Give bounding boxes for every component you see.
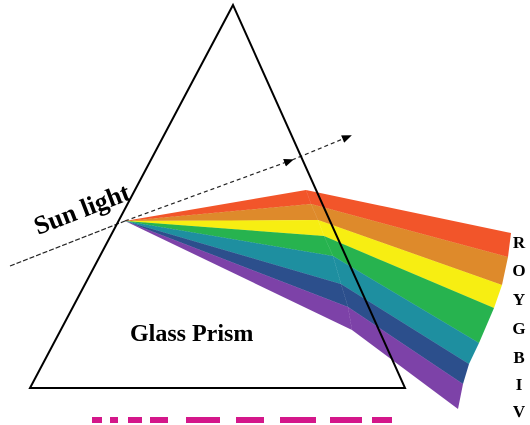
spectrum-band-outside-r [306, 190, 511, 257]
spectrum-letter-y: Y [513, 290, 525, 309]
spectrum-letter-b: B [513, 348, 524, 367]
cropped-caption-marks [92, 417, 392, 423]
spectrum-letter-g: G [512, 319, 525, 338]
spectrum-fan-inside-prism [125, 190, 352, 330]
undeviated-path-line [124, 158, 294, 222]
spectrum-letter-o: O [512, 261, 525, 280]
spectrum-band-outside-b [333, 256, 479, 364]
spectrum-band-outside-g [324, 236, 494, 343]
spectrum-band-inside-v [125, 221, 352, 330]
glass-prism-label: Glass Prism [130, 321, 253, 347]
spectrum-band-inside-o [125, 204, 318, 221]
glass-prism-triangle [28, 2, 407, 389]
spectrum-band-outside-i [341, 284, 469, 384]
spectrum-band-inside-y [125, 220, 324, 236]
incident-ray [9, 220, 126, 267]
spectrum-fan-outside-prism [306, 190, 511, 409]
spectrum-letter-v: V [513, 402, 526, 421]
spectrum-band-outside-v [348, 307, 463, 409]
spectrum-band-inside-r [125, 190, 311, 221]
spectrum-band-outside-y [318, 220, 502, 308]
spectrum-band-outside-o [311, 204, 508, 285]
spectrum-letter-i: I [516, 375, 523, 394]
spectrum-letter-r: R [513, 233, 526, 252]
sunlight-label: Sun light [30, 177, 134, 240]
